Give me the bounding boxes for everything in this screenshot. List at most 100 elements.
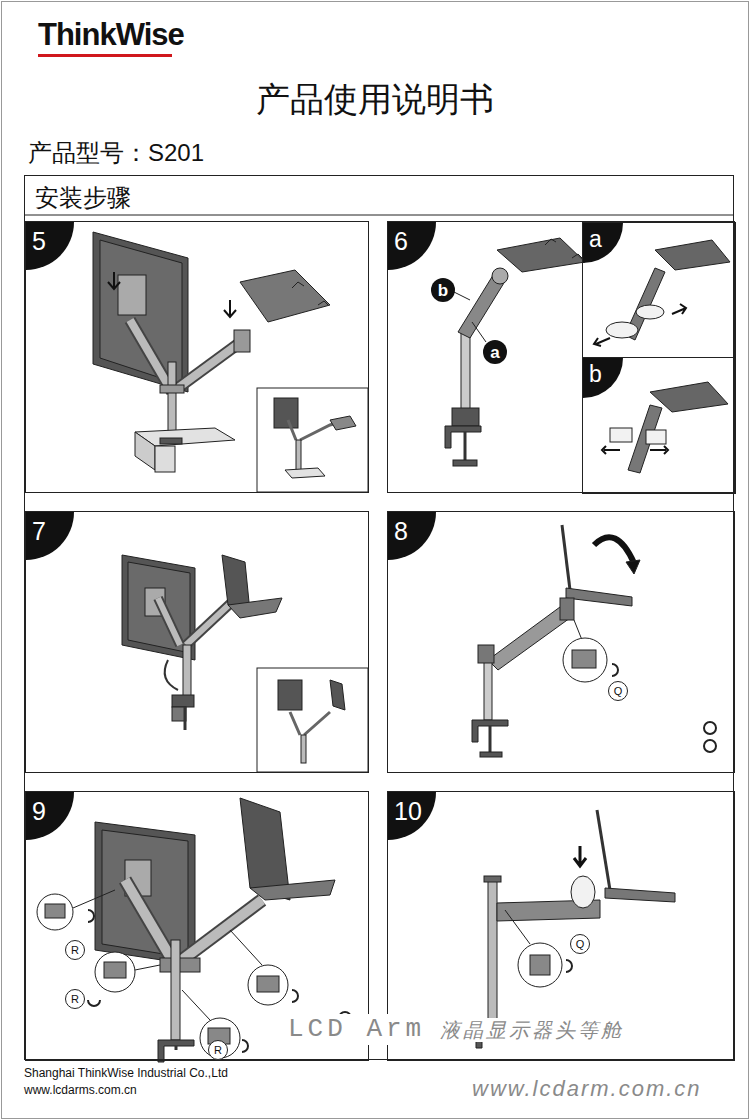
step5-illustration-part <box>118 275 146 315</box>
step10-illustration-part <box>605 888 675 902</box>
step9-illustration-part <box>102 830 188 958</box>
step6-illustration-part <box>602 446 620 454</box>
step9-illustration-part <box>250 880 335 900</box>
step6-illustration-part <box>650 446 668 454</box>
step5-illustration <box>93 232 368 492</box>
step7-illustration-part <box>330 680 345 710</box>
step10-illustration-part <box>571 876 595 908</box>
callout-letter: R <box>214 1045 222 1056</box>
step-number: 6 <box>394 228 408 254</box>
step10-illustration-part <box>530 955 550 975</box>
callout-ring: R <box>208 1040 228 1060</box>
step5-illustration-part <box>155 446 175 472</box>
callout-letter: Q <box>576 939 585 950</box>
step6-illustration-part <box>453 460 477 466</box>
step-number: b <box>589 361 602 387</box>
step6-illustration-part <box>461 330 470 410</box>
step5-illustration-part <box>296 440 301 470</box>
step-badge: a <box>583 223 623 263</box>
step8-illustration-part <box>484 660 492 720</box>
step9-illustration-part <box>73 890 115 908</box>
step7-illustration-part <box>183 645 191 697</box>
step6-illustration-part <box>492 268 508 284</box>
step-panel: 6baab <box>387 221 735 493</box>
step6-illustration-part <box>646 430 666 444</box>
step8-illustration-part <box>566 588 632 606</box>
step5-illustration-part <box>160 385 184 393</box>
step9-illustration-part <box>230 930 262 965</box>
step5-illustration-part <box>257 388 368 492</box>
step7-illustration-part <box>122 555 195 660</box>
callout-letter: R <box>71 945 79 956</box>
step6-illustration-part <box>545 239 582 258</box>
step-number: 5 <box>32 228 46 254</box>
step5-illustration-part <box>178 344 238 388</box>
step-badge: 7 <box>26 512 74 560</box>
step10-illustration-part <box>518 943 562 987</box>
step7-illustration-part <box>186 602 232 645</box>
step5-illustration-part <box>330 416 356 430</box>
step7-illustration-part <box>186 602 232 645</box>
step9-illustration-part <box>182 900 262 960</box>
step7-illustration-part <box>158 598 180 645</box>
step8-illustration-part <box>704 740 716 752</box>
step8-illustration-part <box>480 752 502 757</box>
step5-illustration-part <box>168 362 176 440</box>
step-badge: 9 <box>26 792 74 840</box>
step9-illustration-part <box>104 962 126 978</box>
step9-illustration-part <box>135 965 160 970</box>
step-number: 10 <box>394 798 422 824</box>
section-box: 安装步骤56baab78Q9RRR10Q <box>24 175 734 1060</box>
step6-illustration-part <box>452 408 479 426</box>
step6-illustration-part <box>497 238 585 272</box>
step-panel: 7 <box>25 511 369 773</box>
step6-illustration-part <box>636 305 664 319</box>
step-number: 9 <box>32 798 46 824</box>
step-panel: 5 <box>25 221 369 493</box>
step-badge: 10 <box>388 792 436 840</box>
step9-illustration-part <box>182 900 262 960</box>
step7-illustration-part <box>165 660 178 690</box>
step8-illustration-part <box>626 560 640 574</box>
step5-illustration-part <box>108 272 120 289</box>
step8-illustration-part <box>704 722 716 734</box>
section-heading: 安装步骤 <box>35 184 131 212</box>
step-badge: 8 <box>388 512 436 560</box>
step5-illustration-part <box>274 398 298 428</box>
step8-illustration-part <box>574 620 582 640</box>
step9-illustration-part <box>200 1018 240 1058</box>
step7-illustration-part <box>290 712 330 735</box>
step8-illustration-part <box>489 726 492 752</box>
step5-illustration-part <box>234 330 250 352</box>
step8-illustration-part <box>563 638 607 682</box>
document-title: 产品使用说明书 <box>0 78 750 120</box>
callout-letter: a <box>490 344 499 361</box>
step8-illustration-part <box>612 664 618 676</box>
step-number: 8 <box>394 518 408 544</box>
step10-illustration-part <box>505 910 530 944</box>
model-number: 产品型号：S201 <box>28 138 204 167</box>
step9-illustration-part <box>248 965 288 1005</box>
callout-ring: R <box>65 940 85 960</box>
step-number: a <box>589 226 602 252</box>
sub-step-panel: a <box>582 222 736 358</box>
step6-illustration-part <box>445 426 481 448</box>
step7-illustration-part <box>172 695 194 707</box>
step6-illustration-part <box>464 432 467 460</box>
step8-illustration-part <box>488 607 570 670</box>
step7-illustration <box>122 555 368 772</box>
sub-step-panel: b <box>582 357 736 494</box>
step6-illustration-part <box>672 304 686 314</box>
callout-ring: Q <box>570 934 590 954</box>
step5-illustration-part <box>130 320 172 392</box>
step9-illustration-part <box>182 990 210 1020</box>
callout-letter: R <box>71 994 79 1005</box>
step6-illustration <box>445 238 730 473</box>
step9-illustration-part <box>171 940 180 1040</box>
step10-illustration-part <box>488 880 497 1030</box>
step9-illustration-part <box>257 976 279 992</box>
step10-illustration-part <box>484 876 501 882</box>
step9-illustration-part <box>37 894 73 930</box>
watermark: 液晶显示器头等舱 <box>438 1018 626 1042</box>
